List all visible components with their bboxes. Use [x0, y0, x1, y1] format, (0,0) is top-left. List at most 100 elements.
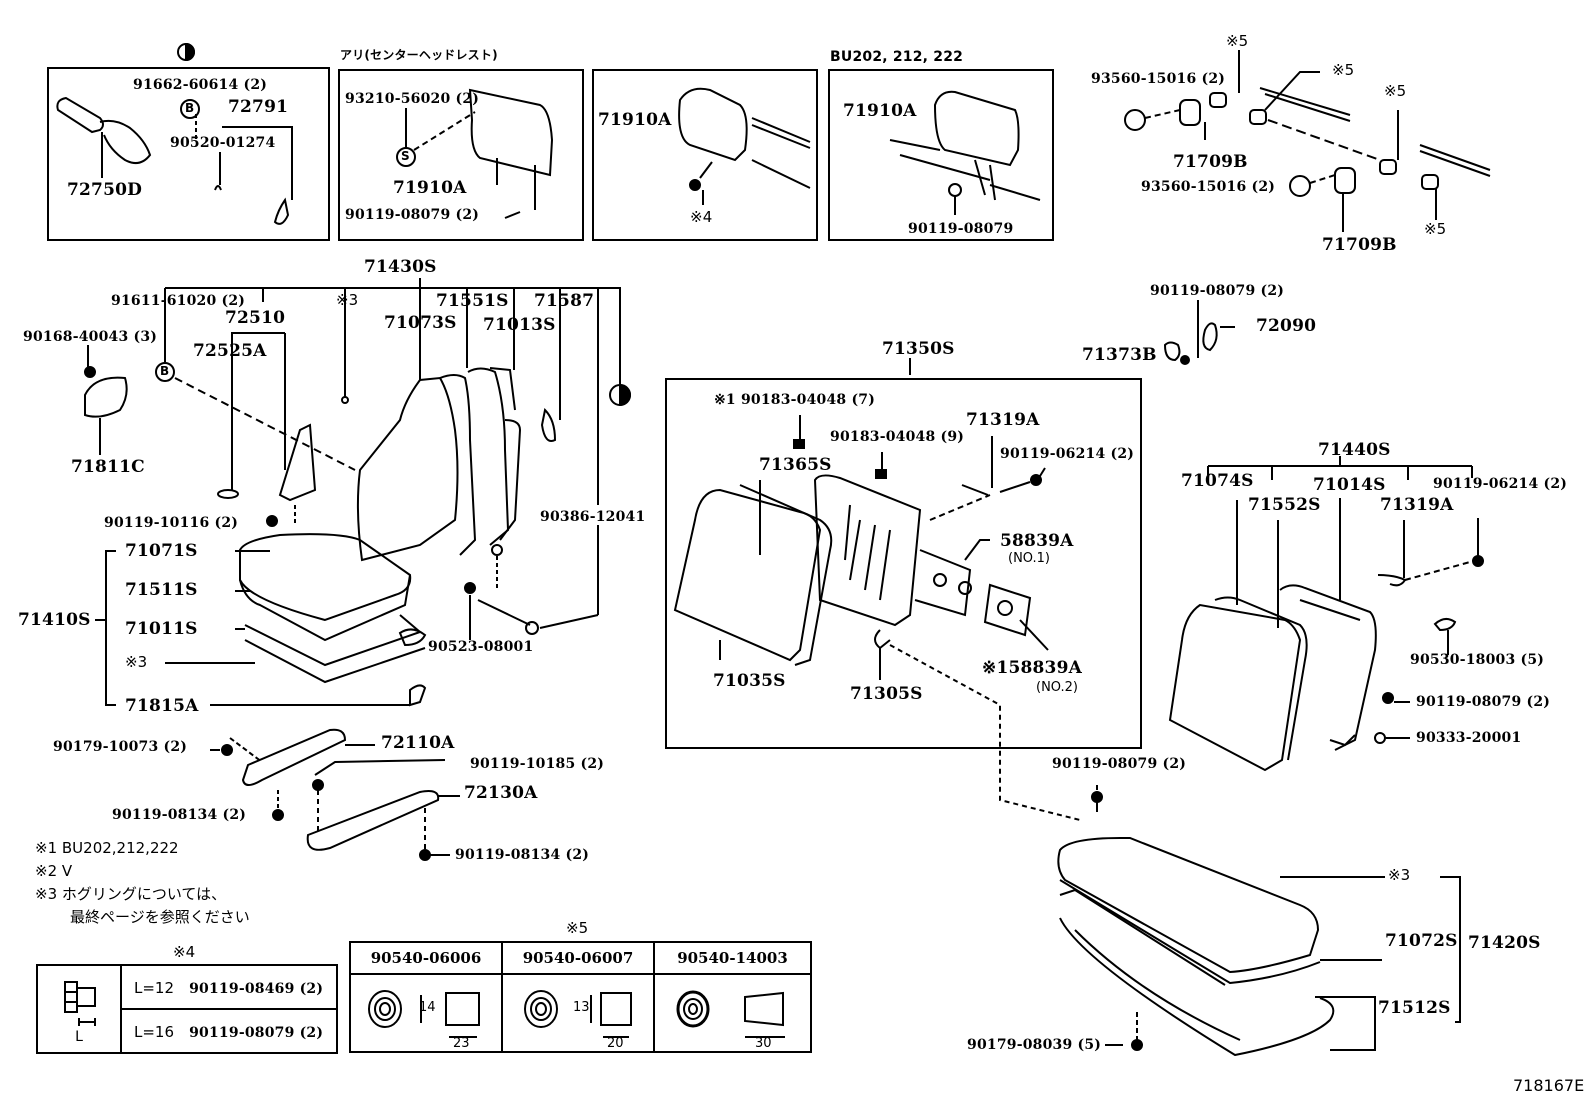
- part-label[interactable]: 90119-08134 (2): [112, 807, 247, 823]
- part-label[interactable]: 72510: [225, 308, 286, 328]
- part-label[interactable]: 90119-08469 (2): [189, 980, 324, 997]
- part-label[interactable]: 71319A: [966, 410, 1040, 430]
- part-label[interactable]: 72525A: [193, 341, 267, 361]
- table-header[interactable]: 90540-06006: [349, 941, 503, 975]
- part-label[interactable]: 90119-06214 (2): [1000, 446, 1135, 462]
- part-label[interactable]: 71552S: [1248, 495, 1321, 515]
- assembly-label[interactable]: 71430S: [364, 257, 437, 277]
- part-label[interactable]: 71910A: [843, 101, 917, 121]
- part-label[interactable]: 90520-01274: [170, 135, 276, 151]
- part-label[interactable]: 72110A: [381, 733, 455, 753]
- part-label[interactable]: 90119-10185 (2): [470, 756, 605, 772]
- dim-height: 13: [573, 1000, 590, 1015]
- cushion-bracket-lines: [95, 550, 410, 751]
- part-label[interactable]: 71074S: [1181, 471, 1254, 491]
- part-label[interactable]: 58839A: [1000, 531, 1074, 551]
- part-label[interactable]: ※158839A: [982, 658, 1083, 678]
- table-row: L=16 90119-08079 (2): [120, 1008, 338, 1054]
- part-label[interactable]: 90119-08134 (2): [455, 847, 590, 863]
- part-label[interactable]: 93560-15016 (2): [1091, 71, 1226, 87]
- part-label[interactable]: 90119-08079 (2): [189, 1024, 324, 1041]
- footnote-3: ※3 ホグリングについては、: [35, 885, 227, 903]
- note-ref: ※5: [1226, 32, 1249, 50]
- circle-letter-b: B: [160, 364, 170, 378]
- part-label[interactable]: 90119-08079 (2): [1150, 283, 1285, 299]
- part-label[interactable]: 90119-08079: [908, 221, 1014, 237]
- part-label[interactable]: 71319A: [1380, 495, 1454, 515]
- assembly-label[interactable]: 71350S: [882, 339, 955, 359]
- part-label[interactable]: 71071S: [125, 541, 198, 561]
- part-label[interactable]: 90119-10116 (2): [104, 515, 239, 531]
- part-label[interactable]: 90523-08001: [428, 639, 534, 655]
- rear-back-assy-box: [665, 378, 1142, 749]
- part-label[interactable]: 71811C: [71, 457, 145, 477]
- part-label[interactable]: 90119-08079 (2): [345, 207, 480, 223]
- part-label[interactable]: 71073S: [384, 313, 457, 333]
- cap-icon: [676, 990, 785, 1038]
- note-ref: ※5: [1384, 82, 1407, 100]
- part-label[interactable]: 93210-56020 (2): [345, 91, 480, 107]
- panel-headrest: [592, 69, 818, 241]
- part-label[interactable]: 90333-20001: [1416, 730, 1522, 746]
- part-label[interactable]: 71910A: [598, 110, 672, 130]
- part-label[interactable]: 71014S: [1313, 475, 1386, 495]
- part-label[interactable]: 91662-60614 (2): [133, 77, 268, 93]
- part-label[interactable]: 71910A: [393, 178, 467, 198]
- assembly-label[interactable]: 71420S: [1468, 933, 1541, 953]
- part-label[interactable]: 72090: [1256, 316, 1317, 336]
- part-label[interactable]: 71587: [534, 291, 595, 311]
- rear-back-illustration: [673, 358, 1081, 821]
- footnote-1: ※1 BU202,212,222: [35, 839, 179, 857]
- part-label[interactable]: 71011S: [125, 619, 198, 639]
- assembly-label[interactable]: 71410S: [18, 610, 91, 630]
- visor-clip-illustration: [1124, 50, 1491, 232]
- table4-title: ※4: [173, 943, 196, 961]
- dim-width: 23: [453, 1036, 470, 1051]
- center-headrest-illustration: [396, 88, 554, 219]
- part-label[interactable]: 71013S: [483, 315, 556, 335]
- note-ref: ※3: [1388, 866, 1411, 884]
- part-label[interactable]: 90386-12041: [540, 509, 646, 525]
- part-label[interactable]: 71709B: [1173, 152, 1248, 172]
- drawing-id: 718167E: [1513, 1076, 1585, 1095]
- part-label[interactable]: 71511S: [125, 580, 198, 600]
- part-sublabel: (NO.2): [1036, 680, 1078, 695]
- headrest-bu-illustration: [889, 90, 1041, 215]
- part-label[interactable]: 71512S: [1378, 998, 1451, 1018]
- part-label[interactable]: 90119-06214 (2): [1433, 476, 1568, 492]
- part-label[interactable]: 93560-15016 (2): [1141, 179, 1276, 195]
- part-label[interactable]: 90530-18003 (5): [1410, 652, 1545, 668]
- part-label[interactable]: 90179-08039 (5): [967, 1037, 1102, 1053]
- assembly-label[interactable]: 71440S: [1318, 440, 1391, 460]
- length-value: L=16: [134, 1022, 175, 1041]
- part-label[interactable]: 71365S: [759, 455, 832, 475]
- part-label[interactable]: 90179-10073 (2): [53, 739, 188, 755]
- table5-title: ※5: [566, 919, 589, 937]
- panel-header: BU202, 212, 222: [830, 49, 964, 65]
- rear-right-back-illustration: [1168, 456, 1484, 772]
- part-label[interactable]: 90168-40043 (3): [23, 329, 158, 345]
- part-label[interactable]: 71709B: [1322, 235, 1397, 255]
- part-label[interactable]: 71072S: [1385, 931, 1458, 951]
- note-ref: ※4: [690, 208, 713, 226]
- part-label[interactable]: 91611-61020 (2): [111, 293, 246, 309]
- part-label[interactable]: 90119-08079 (2): [1052, 756, 1187, 772]
- cap-icon: [368, 990, 480, 1038]
- part-label[interactable]: 72750D: [67, 180, 143, 200]
- part-label[interactable]: 90183-04048 (9): [830, 429, 965, 445]
- table-header[interactable]: 90540-06007: [501, 941, 655, 975]
- bolt-icon: [64, 981, 96, 1026]
- part-label[interactable]: 72791: [228, 97, 289, 117]
- bolt-length-table: L L=12 90119-08469 (2) L=16 90119-08079 …: [36, 964, 338, 1054]
- part-label[interactable]: 72130A: [464, 783, 538, 803]
- note-ref: ※3: [336, 291, 359, 309]
- part-label[interactable]: 71035S: [713, 671, 786, 691]
- part-label[interactable]: 71551S: [436, 291, 509, 311]
- dim-height: 14: [419, 1000, 436, 1015]
- part-label[interactable]: 71305S: [850, 684, 923, 704]
- part-label[interactable]: 71373B: [1082, 345, 1157, 365]
- table-header[interactable]: 90540-14003: [653, 941, 812, 975]
- part-label[interactable]: ※1 90183-04048 (7): [714, 392, 876, 408]
- part-label[interactable]: 90119-08079 (2): [1416, 694, 1551, 710]
- part-label[interactable]: 71815A: [125, 696, 199, 716]
